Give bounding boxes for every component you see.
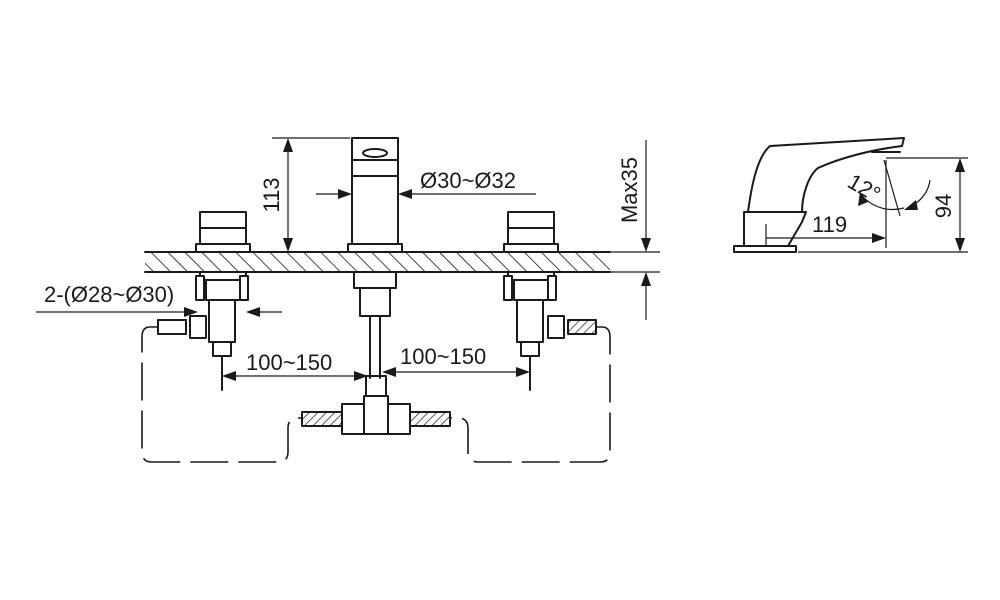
- left-handle-valve: [157, 211, 251, 391]
- dimension-label-right-spacing: 100~150: [400, 344, 486, 369]
- right-handle-valve: [503, 211, 597, 391]
- dimension-spout-diameter: Ø30~Ø32: [316, 168, 536, 199]
- dimension-handle-holes: 2-(Ø28~Ø30): [36, 282, 282, 317]
- countertop: [144, 251, 660, 273]
- dimension-label-side-angle: 12°: [844, 169, 885, 207]
- dimension-label-handle-holes: 2-(Ø28~Ø30): [44, 282, 174, 307]
- dimension-label-113: 113: [259, 177, 284, 212]
- dimension-label-max35: Max35: [617, 157, 642, 223]
- dimension-label-left-spacing: 100~150: [246, 350, 332, 375]
- dimension-label-side-reach: 119: [812, 212, 847, 237]
- dimension-spacing: 100~150 100~150: [222, 344, 530, 381]
- tee-connector: [301, 371, 451, 435]
- dimension-max-deck: Max35: [617, 140, 651, 320]
- side-view: 119 94 12°: [733, 137, 968, 253]
- dimension-label-spout-diameter: Ø30~Ø32: [420, 168, 516, 193]
- dimension-spout-height: 113: [259, 137, 350, 252]
- dimension-label-side-height: 94: [931, 194, 956, 218]
- spout-body: [347, 137, 403, 373]
- supply-hoses: [141, 326, 611, 463]
- aerator-outlet: [362, 148, 388, 158]
